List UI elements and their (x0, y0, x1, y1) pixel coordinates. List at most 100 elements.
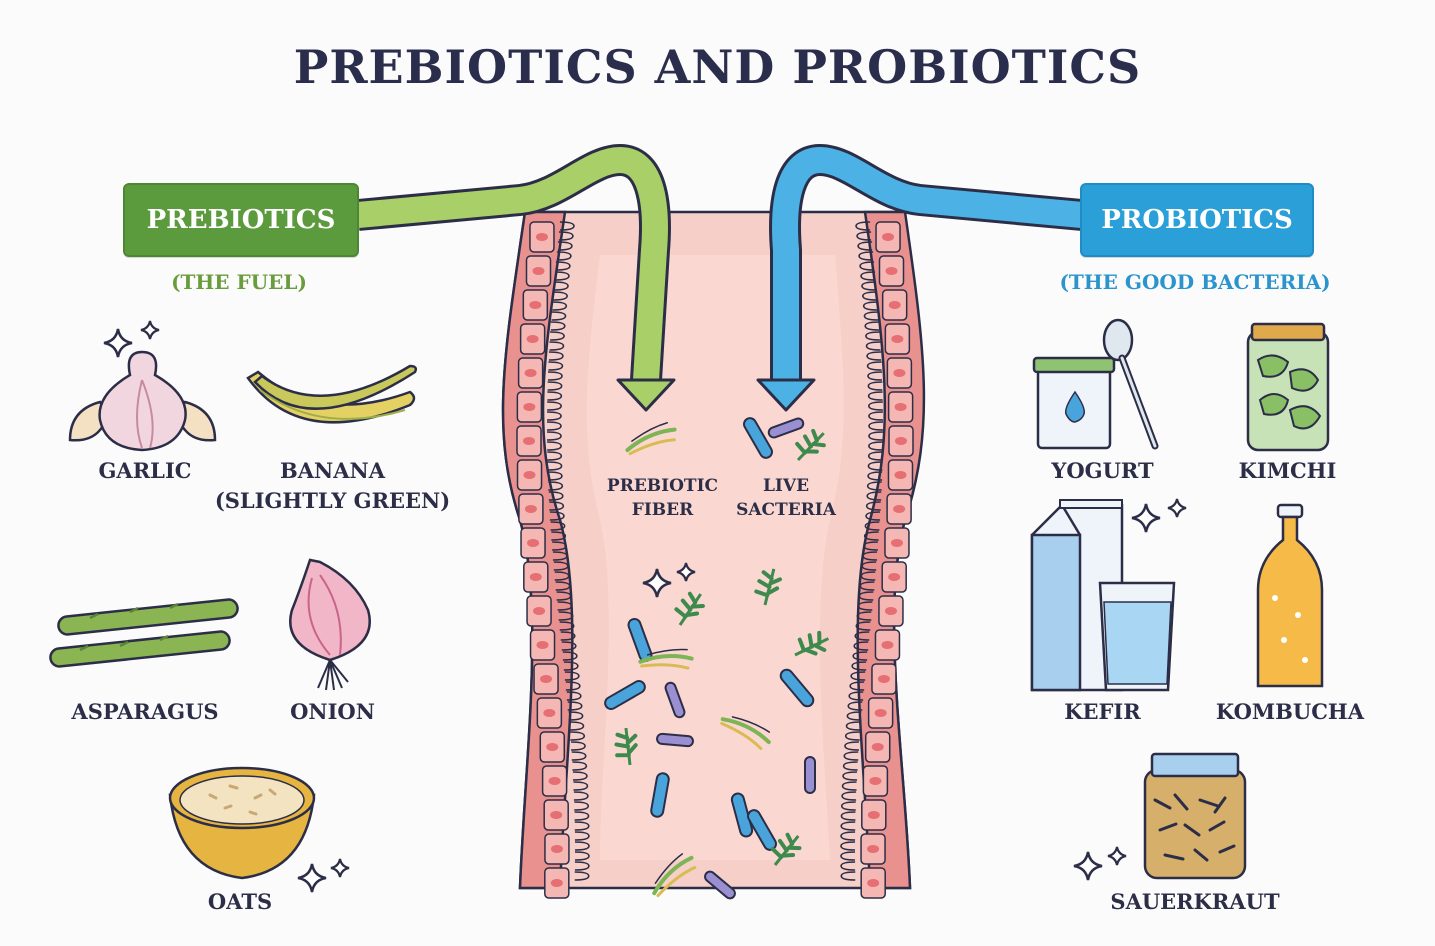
villus (574, 821, 590, 831)
villus (858, 591, 874, 601)
villus (549, 341, 565, 351)
cell-nucleus (867, 811, 880, 819)
cell-nucleus (894, 471, 907, 479)
villus (571, 741, 586, 751)
cell-nucleus (532, 267, 545, 275)
villus (868, 401, 883, 411)
cell-nucleus (888, 301, 901, 309)
cell-nucleus (893, 369, 906, 377)
villus (862, 301, 878, 311)
cell-nucleus (877, 675, 890, 683)
villus (574, 851, 590, 861)
villus (547, 401, 562, 411)
villus (865, 341, 881, 351)
villus (865, 511, 881, 521)
cell-nucleus (529, 573, 542, 581)
villus (864, 521, 880, 531)
villus (842, 761, 858, 771)
villus (866, 351, 882, 361)
villus (554, 281, 569, 291)
cell-nucleus (874, 709, 887, 717)
villus (867, 461, 883, 471)
prebiotic-fiber-label-line2: FIBER (631, 500, 694, 520)
villus (553, 561, 569, 571)
villus (547, 451, 563, 461)
cell-nucleus (533, 607, 546, 615)
villus (567, 701, 583, 711)
villus (858, 251, 874, 261)
villus (868, 421, 883, 431)
villus (549, 501, 565, 511)
cell-nucleus (535, 233, 548, 241)
onion-label: ONION (290, 699, 375, 724)
villus (547, 431, 562, 441)
sauerkraut-jar-icon (1072, 752, 1247, 882)
villus (547, 461, 563, 471)
cell-nucleus (885, 267, 898, 275)
villus (867, 381, 883, 391)
villus (552, 541, 567, 551)
villus (840, 831, 856, 841)
prebiotic-fiber-label: PREBIOTIC FIBER (590, 474, 735, 522)
kefir-icon (1030, 497, 1188, 692)
villus (857, 241, 873, 251)
prebiotic-arrow (356, 144, 676, 412)
villus (866, 491, 882, 501)
cell-nucleus (550, 811, 563, 819)
villus (859, 581, 875, 591)
villus (847, 701, 863, 711)
villus (844, 731, 860, 741)
villus (547, 471, 563, 481)
cell-nucleus (894, 403, 907, 411)
villus (862, 551, 878, 561)
villus (573, 781, 589, 791)
villus (857, 601, 873, 611)
villus (574, 811, 590, 821)
villus (842, 771, 858, 781)
live-bacteria-label: LIVE SACTERIA (722, 474, 850, 522)
kombucha-label: KOMBUCHA (1215, 699, 1365, 724)
villus (551, 531, 567, 541)
villus (843, 751, 859, 761)
villus (845, 721, 861, 731)
cell-nucleus (882, 233, 895, 241)
villus (562, 651, 578, 661)
villus (549, 511, 565, 521)
villus (867, 471, 883, 481)
villus (564, 671, 580, 681)
villus (868, 411, 883, 421)
villus (840, 861, 856, 871)
villus (555, 581, 571, 591)
cell-nucleus (891, 335, 904, 343)
villus (846, 711, 862, 721)
cell-nucleus (894, 437, 907, 445)
cell-nucleus (893, 505, 906, 513)
villus (574, 871, 590, 881)
villus (572, 771, 588, 781)
cell-nucleus (536, 641, 549, 649)
villus (548, 371, 563, 381)
villus (547, 381, 563, 391)
villus (574, 831, 590, 841)
villus (554, 271, 570, 281)
cell-nucleus (524, 369, 537, 377)
prebiotics-subtitle: (THE FUEL) (171, 270, 307, 294)
villus (571, 751, 587, 761)
villus (860, 571, 876, 581)
villus (863, 311, 879, 321)
asparagus-label: ASPARAGUS (71, 699, 219, 724)
villus (856, 231, 872, 241)
villus (548, 491, 564, 501)
cell-nucleus (871, 743, 884, 751)
villus (557, 601, 573, 611)
cell-nucleus (543, 709, 556, 717)
cell-nucleus (550, 845, 563, 853)
villus (865, 331, 880, 341)
cell-nucleus (527, 539, 540, 547)
villus (558, 231, 574, 241)
live-bacteria-label-line1: LIVE (762, 476, 810, 496)
cell-nucleus (888, 573, 901, 581)
villus (844, 741, 859, 751)
villus (555, 261, 571, 271)
